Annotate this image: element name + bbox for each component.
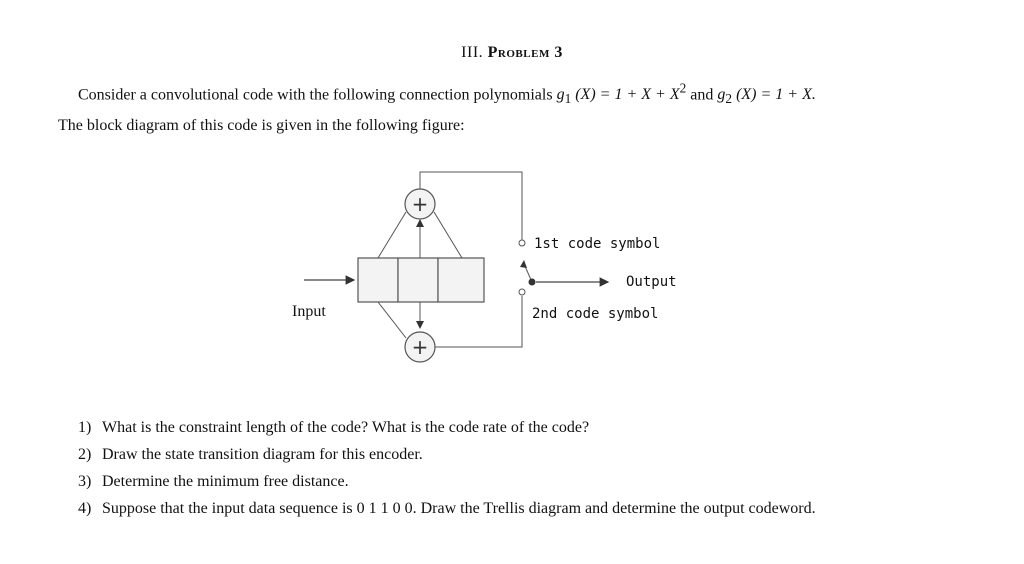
top-output-path <box>419 171 523 240</box>
bottom-adder: + <box>404 331 436 363</box>
problem-statement: Consider a convolutional code with the f… <box>58 76 998 139</box>
commutator-switch <box>520 260 610 287</box>
question-item: 2)Draw the state transition diagram for … <box>78 446 423 463</box>
top-adder: + <box>404 188 436 220</box>
first-symbol-label: 1st code symbol <box>534 236 660 252</box>
intro-text: Consider a convolutional code with the f… <box>78 86 557 104</box>
register-cell-2 <box>397 257 439 303</box>
register-cell-3 <box>437 257 485 303</box>
section-numeral: III. <box>461 44 484 61</box>
polynomial-g1: g1 (X) = 1 + X + X2 <box>556 81 687 107</box>
register-cell-1 <box>357 257 399 303</box>
intro-line-2: The block diagram of this code is given … <box>58 116 465 134</box>
output-label: Output <box>626 274 677 290</box>
question-item: 4)Suppose that the input data sequence i… <box>78 500 816 517</box>
switch-contact-bottom <box>518 288 526 296</box>
polynomial-g2: g2 (X) = 1 + X. <box>717 86 816 107</box>
second-symbol-label: 2nd code symbol <box>532 306 658 322</box>
question-item: 3)Determine the minimum free distance. <box>78 473 349 490</box>
adder-plus-symbol: + <box>412 335 429 359</box>
section-heading: III. Problem 3 <box>0 44 1024 62</box>
adder-plus-symbol: + <box>412 192 429 216</box>
bottom-output-path <box>435 296 523 348</box>
input-label: Input <box>292 303 326 320</box>
question-list: 1)What is the constraint length of the c… <box>78 414 816 522</box>
question-item: 1)What is the constraint length of the c… <box>78 419 590 436</box>
tap-line <box>377 301 407 339</box>
tap-line <box>433 211 463 259</box>
tap-line <box>377 211 407 259</box>
shift-register <box>357 257 485 303</box>
encoder-block-diagram: + + Input 1st code symbol Output 2nd cod… <box>292 171 677 363</box>
and-text: and <box>686 86 718 104</box>
switch-contact-top <box>518 239 526 247</box>
section-title: Problem 3 <box>487 44 563 61</box>
